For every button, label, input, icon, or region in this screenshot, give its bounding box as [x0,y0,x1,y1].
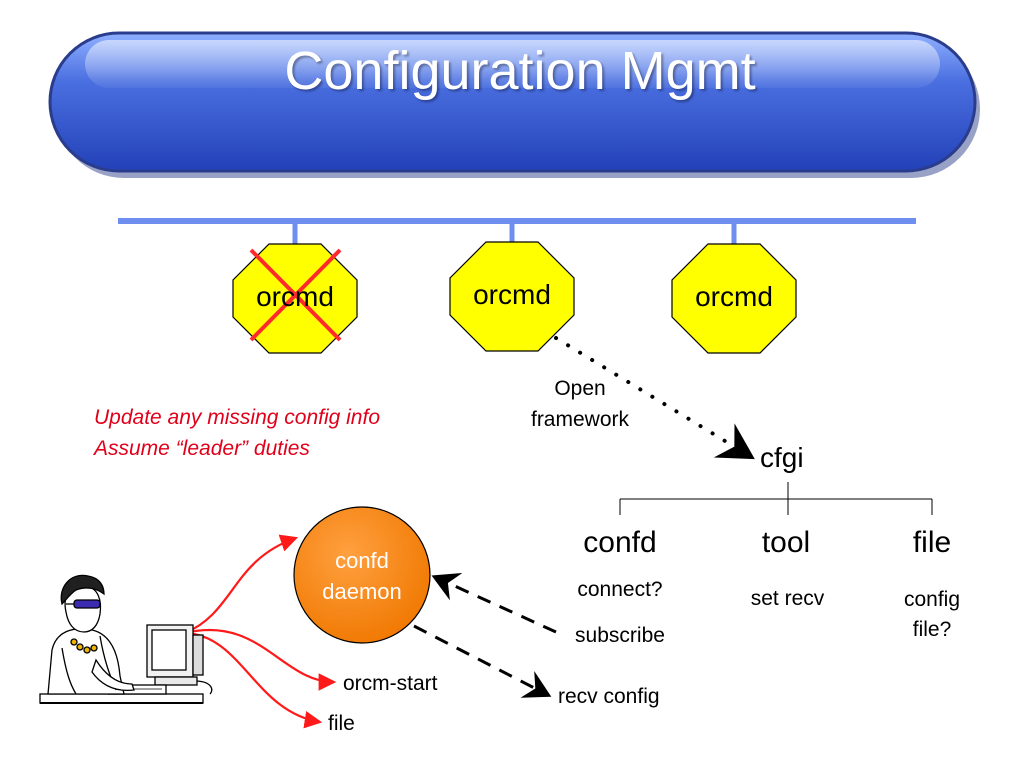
title-banner [48,31,980,178]
daemon-label-line2: daemon [322,579,402,604]
note-assume-leader: Assume “leader” duties [94,437,310,460]
note-update-config: Update any missing config info [94,406,380,429]
open-framework-arrow [554,336,755,460]
cfgi-tree-lines [619,482,933,515]
open-framework-label-line2: framework [530,408,630,431]
orcmd-label-middle: orcmd [473,279,551,310]
user-arrows [184,534,337,729]
recv-config-arrow [413,624,552,698]
file-detail-file: file? [912,618,952,641]
file-detail-config: config [903,588,961,611]
page-title: Configuration Mgmt [284,41,756,101]
tree-child-file: file [912,526,952,559]
network-bus [118,218,916,244]
subscribe-arrow [431,573,557,634]
output-file: file [328,712,355,735]
confd-daemon-circle [293,506,431,644]
red-x-icon [249,248,342,342]
output-orcm-start: orcm-start [343,672,438,695]
tree-child-confd: confd [583,526,657,559]
person-at-computer-icon [39,574,213,704]
confd-detail-connect: connect? [577,578,663,601]
orcmd-node-right [671,243,797,354]
tool-detail-set-recv: set recv [750,587,825,610]
cfgi-label: cfgi [760,442,804,473]
orcmd-label-right: orcmd [695,281,773,312]
open-framework-label-line1: Open [554,377,606,400]
confd-detail-subscribe: subscribe [575,624,665,647]
orcmd-label-left: orcmd [256,281,334,312]
daemon-label-line1: confd [335,548,389,573]
orcmd-node-middle [449,241,575,352]
tree-child-tool: tool [761,526,811,559]
output-recv-config: recv config [558,685,660,708]
